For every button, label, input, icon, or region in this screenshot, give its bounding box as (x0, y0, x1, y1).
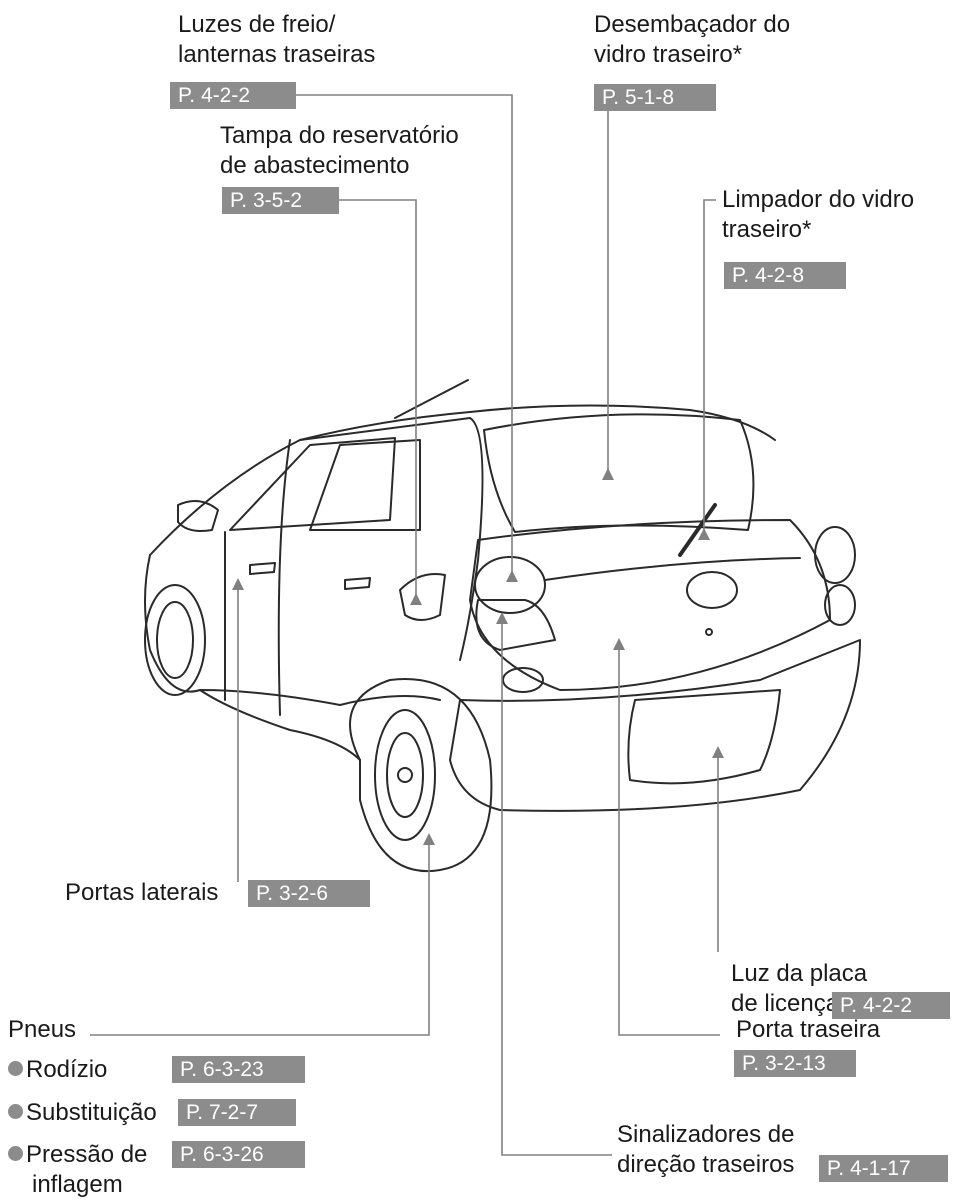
rotation-item: Rodízio (8, 1055, 107, 1085)
back-door-label: Porta traseira (736, 1016, 881, 1043)
arrowheads (232, 468, 724, 845)
brake-lights-ref[interactable]: P. 4-2-2 (170, 82, 296, 109)
body-side (149, 417, 484, 661)
leader-tires (90, 845, 430, 1036)
door-seam (277, 439, 291, 716)
tail-light-right (814, 526, 856, 584)
emblem (686, 571, 738, 609)
brake-lights-label: Luzes de freio/lanternas traseiras (178, 11, 376, 68)
replacement-item: Substituição (8, 1098, 157, 1128)
pressure-ref[interactable]: P. 6-3-26 (172, 1141, 305, 1168)
rotation-ref[interactable]: P. 6-3-23 (172, 1056, 305, 1083)
car-illustration (144, 379, 861, 873)
pressure-item: Pressão de inflagem (8, 1140, 147, 1200)
leader-back-door (618, 650, 720, 1036)
tail-light-left (474, 556, 546, 614)
bullet-icon (8, 1146, 23, 1161)
bullet-icon (8, 1104, 23, 1119)
antenna (394, 379, 469, 419)
plate-recess (627, 689, 781, 785)
rear-rim (374, 709, 436, 841)
front-wheel (144, 584, 206, 696)
rear-wiper-arm (678, 503, 717, 557)
bullet-icon (8, 1061, 23, 1076)
leader-turn-signals (501, 624, 612, 1156)
hatch (469, 519, 831, 691)
rear-tire (349, 678, 493, 873)
turn-signals-ref[interactable]: P. 4-1-17 (819, 1155, 948, 1182)
back-door-ref[interactable]: P. 3-2-13 (734, 1050, 856, 1077)
side-window-rear (309, 439, 421, 531)
leader-rear-wiper (703, 199, 716, 540)
rear-window (483, 413, 755, 533)
rear-defogger-ref[interactable]: P. 5-1-8 (594, 84, 716, 111)
rear-bumper (449, 639, 861, 812)
roof-outline (299, 404, 776, 441)
plate-light-ref[interactable]: P. 4-2-2 (832, 992, 950, 1019)
side-window-front (229, 437, 396, 531)
replacement-ref[interactable]: P. 7-2-7 (178, 1099, 296, 1126)
rear-wiper-ref[interactable]: P. 4-2-8 (724, 262, 846, 289)
side-doors-label: Portas laterais (65, 879, 219, 906)
side-doors-ref[interactable]: P. 3-2-6 (248, 880, 370, 907)
leader-fuel-door (339, 199, 417, 605)
side-mirror (177, 500, 219, 532)
leader-lines (90, 94, 720, 1156)
fuel-door-ref[interactable]: P. 3-5-2 (222, 187, 339, 214)
tires-label: Pneus (8, 1016, 77, 1043)
fuel-door-shape (399, 573, 446, 621)
leader-brake-lights (296, 94, 513, 582)
